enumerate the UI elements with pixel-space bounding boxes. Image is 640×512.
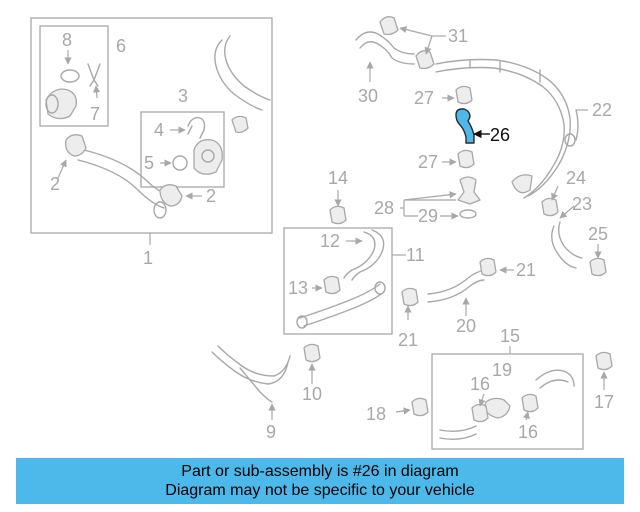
callout-29: 29 bbox=[418, 206, 438, 226]
valve-part-19 bbox=[483, 397, 511, 419]
hose-part-12 bbox=[343, 229, 385, 281]
hose-part-19-upper bbox=[535, 369, 575, 389]
banner-line-2: Diagram may not be specific to your vehi… bbox=[165, 482, 475, 499]
o-ring-part-5 bbox=[172, 155, 188, 171]
callout-21a: 21 bbox=[398, 330, 418, 350]
callout-21b: 21 bbox=[516, 260, 536, 280]
callout-10: 10 bbox=[302, 384, 322, 404]
callout-13: 13 bbox=[288, 278, 308, 298]
callout-12: 12 bbox=[320, 231, 340, 251]
clamp-part-21-right bbox=[479, 257, 497, 277]
callout-5: 5 bbox=[144, 153, 154, 173]
callout-25: 25 bbox=[588, 224, 608, 244]
hose-part-15 bbox=[439, 425, 477, 441]
callout-7: 7 bbox=[90, 104, 100, 124]
callout-1: 1 bbox=[143, 248, 153, 268]
group-box-15 bbox=[431, 353, 584, 450]
callout-27a: 27 bbox=[414, 88, 434, 108]
coolant-hose-part-1 bbox=[77, 149, 169, 209]
pipe-bracket bbox=[511, 174, 533, 194]
hose-part-20 bbox=[427, 269, 485, 303]
callout-16b: 16 bbox=[518, 422, 538, 442]
hose-part-26-highlighted[interactable] bbox=[455, 108, 475, 144]
coolant-pipe-part-22 bbox=[435, 58, 571, 199]
callout-18: 18 bbox=[366, 404, 386, 424]
valve-part-28 bbox=[457, 176, 481, 205]
callout-3: 3 bbox=[178, 86, 188, 106]
callout-17: 17 bbox=[594, 392, 614, 412]
callout-16a: 16 bbox=[470, 374, 490, 394]
hose-part-30 bbox=[355, 31, 415, 65]
clamp-part-27-upper bbox=[455, 85, 473, 105]
o-ring-part-8 bbox=[60, 69, 80, 83]
callout-14: 14 bbox=[328, 168, 348, 188]
callout-2a: 2 bbox=[50, 174, 60, 194]
callout-4: 4 bbox=[154, 120, 164, 140]
callout-8: 8 bbox=[62, 30, 72, 50]
clamp-part-31-b bbox=[415, 50, 435, 70]
breather-hose bbox=[214, 35, 271, 111]
clamp-part-17 bbox=[595, 351, 613, 371]
clamp-part-24 bbox=[541, 197, 559, 217]
hose-connector-part-6 bbox=[45, 88, 77, 120]
callout-30: 30 bbox=[358, 86, 378, 106]
group-box-6 bbox=[39, 25, 109, 127]
pipe-assembly-part-11 bbox=[299, 283, 385, 327]
clamp-part-18 bbox=[411, 397, 429, 417]
banner-line-1: Part or sub-assembly is #26 in diagram bbox=[181, 463, 459, 480]
clamp-part-10 bbox=[303, 343, 321, 363]
o-ring-part-29 bbox=[459, 209, 477, 219]
clamp-part-27-lower bbox=[457, 149, 475, 169]
callout-23: 23 bbox=[572, 194, 592, 214]
callout-19: 19 bbox=[492, 360, 512, 380]
callout-2b: 2 bbox=[206, 186, 216, 206]
clamp-part-2-upper bbox=[65, 134, 87, 157]
clamp-part-21-left bbox=[401, 287, 419, 307]
callout-6: 6 bbox=[116, 36, 126, 56]
clamp-part-13 bbox=[323, 275, 341, 295]
callout-28: 28 bbox=[374, 198, 394, 218]
thermostat-housing-part-3 bbox=[193, 139, 223, 175]
hose-part-23 bbox=[551, 221, 583, 269]
hose-part-9 bbox=[211, 345, 291, 385]
group-box-1 bbox=[30, 17, 273, 234]
group-box-11 bbox=[283, 227, 393, 335]
clamp-part-16-a bbox=[471, 403, 489, 423]
clamp-part-25 bbox=[589, 257, 607, 277]
callout-31: 31 bbox=[448, 26, 468, 46]
clip-part-7 bbox=[87, 63, 101, 87]
clamp-part-31-a bbox=[379, 16, 399, 36]
clamp-part-16-b bbox=[521, 393, 539, 413]
callout-11: 11 bbox=[406, 245, 425, 265]
callout-15: 15 bbox=[500, 326, 520, 346]
callout-26: 26 bbox=[490, 125, 510, 145]
bracket-part-4 bbox=[187, 116, 206, 139]
callout-22: 22 bbox=[592, 100, 612, 120]
clamp-part-14 bbox=[329, 205, 347, 225]
info-banner: Part or sub-assembly is #26 in diagram D… bbox=[16, 458, 624, 504]
callout-9: 9 bbox=[266, 422, 276, 442]
hose-clip bbox=[231, 115, 249, 134]
group-box-3 bbox=[140, 111, 225, 188]
callout-27b: 27 bbox=[418, 152, 438, 172]
callout-24: 24 bbox=[566, 168, 586, 188]
clamp-part-2-lower bbox=[159, 184, 183, 207]
callout-20: 20 bbox=[456, 316, 476, 336]
